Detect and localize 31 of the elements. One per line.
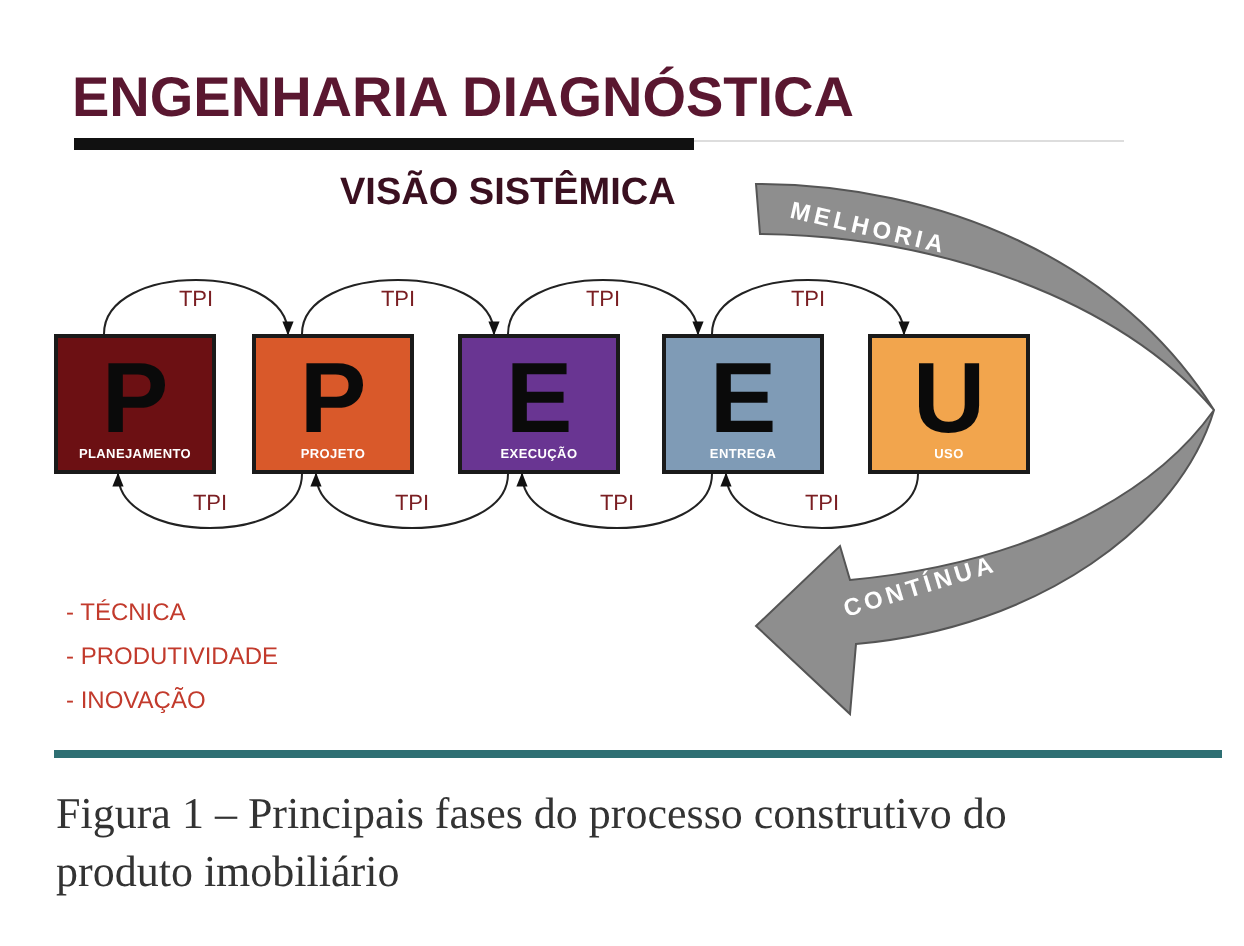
arrow (115, 472, 303, 529)
phase-box (458, 334, 620, 474)
list-item: - TÉCNICA (66, 598, 186, 626)
arrow (711, 279, 907, 336)
edge-label: TPI (581, 288, 625, 312)
title: ENGENHARIA DIAGNÓSTICA (72, 66, 854, 130)
edge-label: TPI (800, 492, 844, 516)
edge-label: TPI (786, 288, 830, 312)
arrow (301, 279, 497, 336)
edge-label: TPI (188, 492, 232, 516)
arrow (103, 279, 291, 336)
arrow (507, 279, 701, 336)
edge-label: TPI (174, 288, 218, 312)
phase-box (54, 334, 216, 474)
edge-label: TPI (595, 492, 639, 516)
phase-box (252, 334, 414, 474)
edge-label: TPI (376, 288, 420, 312)
phase-initial: P (297, 346, 369, 450)
phase-initial: P (101, 346, 169, 450)
list-item: - PRODUTIVIDADE (66, 642, 279, 670)
arrow (313, 472, 509, 529)
list-item: - INOVAÇÃO (66, 686, 206, 714)
subtitle: VISÃO SISTÊMICA (340, 172, 676, 216)
arrow (519, 472, 713, 529)
edge-label: TPI (390, 492, 434, 516)
phase-box (868, 334, 1030, 474)
arrow (723, 472, 919, 529)
figure-caption: Figura 1 – Principais fases do processo construtivo do produto imobiliário (56, 786, 1009, 900)
phase-initial: E (707, 346, 779, 450)
phase-box (662, 334, 824, 474)
phase-initial: U (910, 346, 988, 450)
